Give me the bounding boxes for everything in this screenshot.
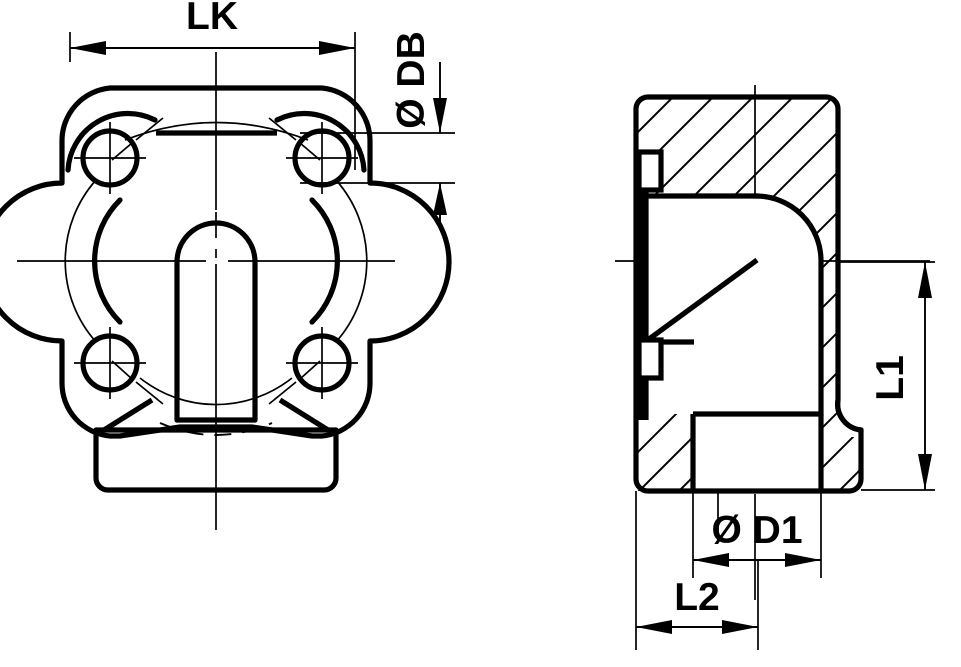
d1-arrowhead-left xyxy=(693,553,729,567)
bolt-hole-top-left xyxy=(74,122,146,194)
bolt-circle-lead-bottom-right xyxy=(268,381,297,405)
db-label: Ø DB xyxy=(390,31,433,129)
d1-arrowhead-right xyxy=(785,553,821,567)
l1-arrowhead-lower xyxy=(918,454,932,490)
section-knee-chamfer-edge xyxy=(643,257,759,345)
bolt-hole-bottom-left xyxy=(74,327,146,399)
flange-side-scallop-right xyxy=(309,197,340,325)
bolt-circle-tick-bottom-left xyxy=(111,360,133,380)
section-elbow-radius xyxy=(753,193,824,264)
seal-groove-lower xyxy=(636,337,664,381)
bolt-circle-tick-top-right xyxy=(299,142,321,161)
flange-bottom-taper-right xyxy=(278,397,330,433)
dimension-l2: L2 xyxy=(635,491,759,650)
section-outer-silhouette xyxy=(633,94,864,494)
lk-arrowhead-right xyxy=(319,41,355,55)
dimension-lk: LK xyxy=(69,0,356,170)
l2-arrowhead-right xyxy=(722,620,758,634)
flange-side-scallop-left xyxy=(92,197,123,325)
bolt-circle-lead-top-right xyxy=(268,117,297,141)
bolt-circle-tick-bottom-right xyxy=(299,360,321,380)
lk-label: LK xyxy=(186,0,238,38)
bolt-hole-bottom-right xyxy=(286,327,358,399)
l2-label: L2 xyxy=(674,576,720,619)
flange-corner-arc-top-right xyxy=(274,111,367,173)
section-view xyxy=(615,85,930,600)
l1-label: L1 xyxy=(869,355,912,401)
bolt-circle-tick-top-left xyxy=(111,142,133,161)
front-view xyxy=(0,52,452,530)
bolt-circle-arc-right xyxy=(335,179,368,343)
dimension-l1: L1 xyxy=(838,261,935,491)
lower-boss-outline xyxy=(93,427,339,493)
l1-arrowhead-upper xyxy=(918,262,932,298)
dimension-d1: Ø D1 xyxy=(692,491,822,578)
central-slot-outline xyxy=(174,220,258,423)
section-lower-bore-void xyxy=(693,414,821,494)
section-right-step-fillet xyxy=(835,397,864,433)
section-knee-chamfer-void xyxy=(643,261,756,414)
flange-outer-profile xyxy=(0,85,452,439)
flange-corner-arc-top-left xyxy=(65,111,158,173)
l2-arrowhead-left xyxy=(636,620,672,634)
seal-groove-upper xyxy=(636,149,664,193)
db-arrowhead-upper xyxy=(433,98,447,133)
dimension-db: Ø DB xyxy=(300,31,455,222)
db-arrowhead-lower xyxy=(433,183,447,215)
flange-bottom-taper-left xyxy=(102,397,154,433)
d1-label: Ø D1 xyxy=(711,509,802,552)
bolt-circle-lead-top-left xyxy=(135,117,164,141)
bolt-hole-top-right xyxy=(286,122,358,194)
bolt-circle-arc-left xyxy=(64,179,97,343)
bolt-circle-arc-bottom xyxy=(139,377,293,406)
bolt-circle-lead-bottom-left xyxy=(135,381,164,405)
lk-arrowhead-left xyxy=(70,41,106,55)
